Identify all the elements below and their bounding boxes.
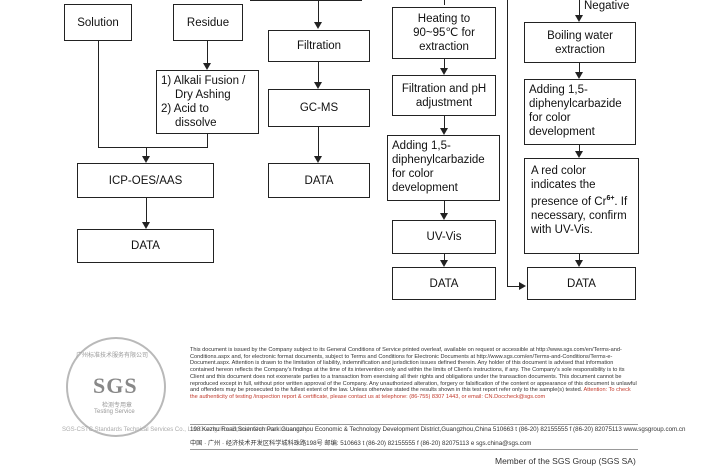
adding-right-arrow: [575, 151, 583, 158]
address-en: 198 Kezhu Road,Scientech Park Guangzhou …: [190, 426, 686, 433]
disclaimer-text: This document is issued by the Company s…: [190, 347, 637, 394]
uvvis-box: UV-Vis: [392, 220, 496, 254]
icp-arrow: [142, 156, 150, 163]
icp-connector: [146, 147, 147, 156]
negative-label: Negative: [584, 0, 630, 12]
residue-box: Residue: [173, 4, 243, 41]
fusion-connector-v: [207, 134, 208, 147]
data-label-icp: DATA: [131, 240, 160, 252]
adding-mid-connector: [444, 201, 445, 213]
uvvis-label: UV-Vis: [426, 231, 462, 243]
boiling-label: Boiling water extraction: [547, 29, 613, 56]
solution-label: Solution: [77, 16, 119, 29]
data-label-gc: DATA: [304, 174, 334, 187]
filtration-ph-label: Filtration and pH adjustment: [401, 82, 487, 109]
filtration-ph-box: Filtration and pH adjustment: [392, 75, 496, 116]
data-box-gc: DATA: [268, 163, 370, 198]
adding-label-mid: Adding 1,5-diphenylcarbazide for color d…: [392, 140, 485, 194]
right-left-bar: [507, 0, 508, 286]
filtration-connector: [318, 62, 319, 82]
fusion-step-1b: Dry Ashing: [175, 89, 231, 101]
solution-connector-h: [98, 147, 146, 148]
data-label-uv: DATA: [429, 277, 459, 290]
data-box-icp: DATA: [77, 229, 214, 263]
boiling-box: Boiling water extraction: [524, 22, 636, 63]
seal-bottom-text: SGS-CSTC Standards Technical Services Co…: [62, 427, 309, 433]
address-cn: 中国 · 广州 · 经济技术开发区科学城科珠路198号 邮编: 510663 t…: [190, 440, 532, 447]
red-color-text-2: . If necessary, confirm with UV-Vis.: [531, 195, 628, 236]
gcms-arrow: [314, 156, 322, 163]
red-color-box: A red color indicates the presence of Cr…: [524, 158, 639, 254]
disclaimer: This document is issued by the Company s…: [190, 347, 638, 401]
fusion-box: 1) Alkali Fusion / Dry Ashing 2) Acid to…: [156, 70, 259, 134]
gcms-box: GC-MS: [268, 89, 370, 127]
icp-label: ICP-OES/AAS: [108, 174, 183, 187]
residue-label: Residue: [186, 16, 230, 29]
negative-arrow: [575, 15, 583, 22]
uvvis-connector: [444, 254, 445, 260]
seal-top-text: 广州标准技术服务有限公司: [76, 353, 149, 359]
residue-arrow: [203, 63, 211, 70]
heating-arrow: [440, 68, 448, 75]
member-text: Member of the SGS Group (SGS SA): [495, 456, 636, 466]
boiling-connector: [579, 63, 580, 72]
gc-top-connector: [318, 1, 319, 22]
adding-mid-arrow: [440, 213, 448, 220]
filtration-box: Filtration: [268, 30, 370, 62]
filtration-ph-arrow: [440, 128, 448, 135]
heating-top-connector: [444, 0, 445, 5]
footer-divider-1: [190, 424, 638, 425]
uvvis-arrow: [440, 260, 448, 267]
adding-right-connector: [579, 145, 580, 152]
red-color-arrow: [575, 260, 583, 267]
red-color-text-1: A red color indicates the presence of Cr: [531, 165, 607, 208]
seal-mid-en: Testing Service: [94, 409, 135, 415]
icp-box: ICP-OES/AAS: [77, 163, 214, 198]
filtration-arrow: [314, 82, 322, 89]
heating-label: Heating to 90~95℃ for extraction: [413, 13, 475, 53]
adding-box-mid: Adding 1,5-diphenylcarbazide for color d…: [387, 135, 500, 201]
adding-label-right: Adding 1,5-diphenylcarbazide for color d…: [529, 84, 622, 138]
boiling-arrow: [575, 72, 583, 79]
red-color-superscript: 6+: [606, 195, 615, 202]
sgs-logo: SGS: [93, 373, 138, 398]
right-bottom-bar: [507, 286, 519, 287]
data-box-uv: DATA: [392, 267, 496, 300]
gcms-label: GC-MS: [299, 102, 339, 114]
fusion-connector-h: [146, 147, 208, 148]
seal-mid-cn: 检测专用章: [102, 403, 133, 409]
right-bottom-arrow: [519, 282, 526, 290]
gcms-connector: [318, 127, 319, 156]
negative-connector: [579, 0, 580, 15]
adding-box-right: Adding 1,5-diphenylcarbazide for color d…: [524, 79, 636, 145]
attention-text: Attention: To check the authenticity of …: [190, 387, 631, 400]
top-bar-gc: [250, 0, 362, 1]
filtration-ph-connector: [444, 116, 445, 128]
testing-seal: [66, 337, 166, 437]
red-color-connector: [579, 254, 580, 260]
solution-connector-v: [98, 41, 99, 147]
fusion-step-2: 2) Acid to: [161, 103, 209, 115]
residue-connector: [207, 41, 208, 63]
gc-top-arrow: [314, 22, 322, 29]
data-box-right: DATA: [527, 267, 636, 300]
icp-data-connector: [146, 198, 147, 222]
data-label-right: DATA: [567, 277, 596, 290]
solution-box: Solution: [64, 4, 132, 41]
heating-box: Heating to 90~95℃ for extraction: [392, 7, 496, 59]
icp-data-arrow: [142, 222, 150, 229]
fusion-step-1: 1) Alkali Fusion /: [161, 75, 246, 87]
fusion-step-2b: dissolve: [175, 117, 217, 129]
heating-connector: [444, 59, 445, 68]
footer-divider-2: [190, 449, 638, 450]
filtration-label: Filtration: [296, 40, 342, 52]
